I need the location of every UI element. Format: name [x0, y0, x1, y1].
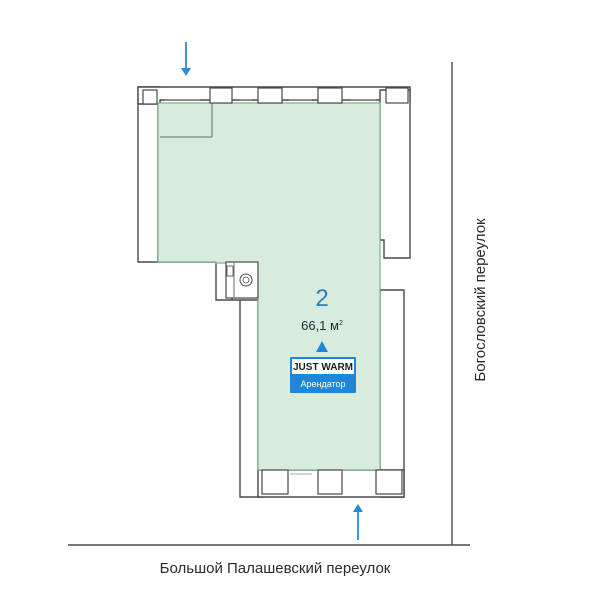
- bathroom: [225, 261, 259, 299]
- entrance-arrow-icon: [353, 504, 363, 540]
- tenant-name: JUST WARM: [293, 362, 353, 373]
- entrance-arrow-icon: [181, 42, 191, 76]
- street-name-right: Богословский переулок: [472, 218, 489, 382]
- tenant-role: Арендатор: [300, 379, 345, 389]
- bottom-windows: [261, 469, 403, 495]
- tenant-badge[interactable]: JUST WARM Арендатор: [290, 357, 356, 393]
- toilet-icon: [239, 273, 253, 287]
- unit-number: 2: [315, 285, 328, 312]
- tenant-pointer-icon: [316, 341, 328, 352]
- washbasin-icon: [226, 265, 234, 277]
- unit-2-room: [157, 102, 381, 471]
- unit-area: 66,1 м2: [301, 318, 343, 333]
- top-windows: [142, 87, 409, 105]
- entrance-vestibule: [160, 103, 213, 138]
- street-name-bottom: Большой Палашевский переулок: [160, 560, 391, 577]
